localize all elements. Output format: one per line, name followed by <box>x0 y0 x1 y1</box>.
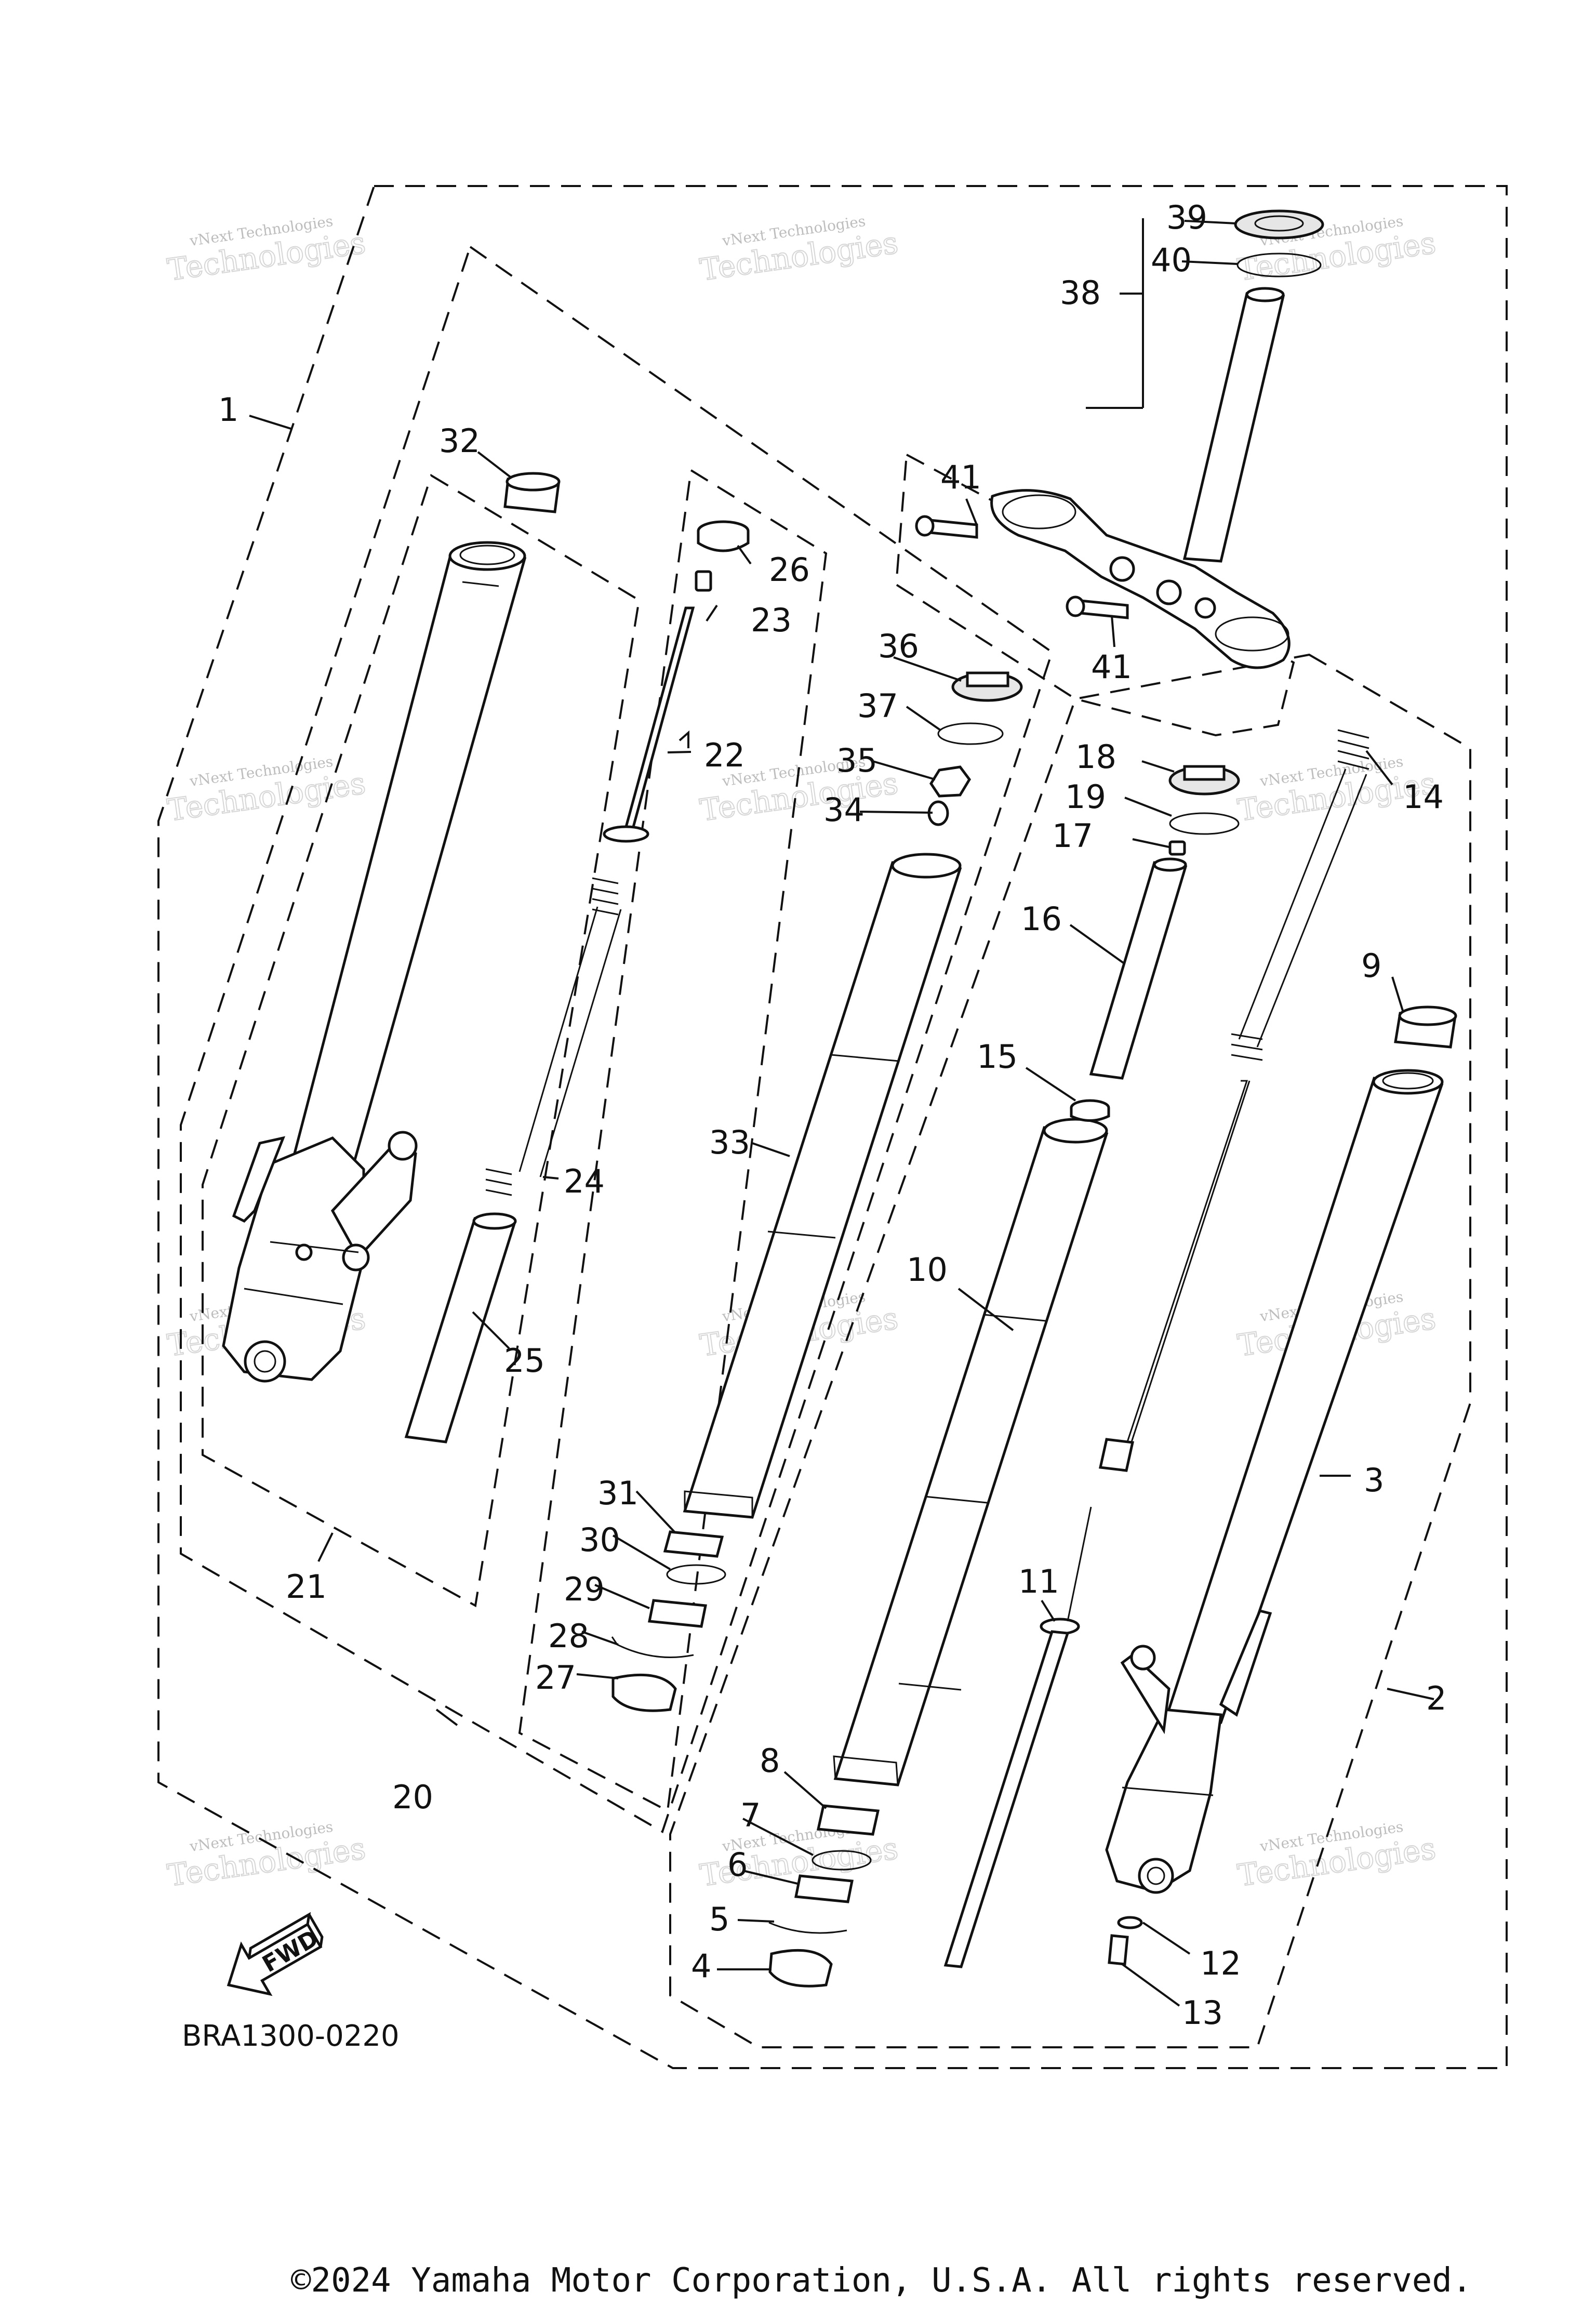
callout-9: 9 <box>1361 947 1381 985</box>
callout-12: 12 <box>1200 1944 1241 1982</box>
part-31-27-seals <box>611 1530 726 1712</box>
boundary-assembly-20 <box>180 245 1054 1833</box>
callout-31: 31 <box>597 1474 639 1512</box>
leader-lines <box>249 218 1434 2007</box>
part-26-cap <box>697 520 750 552</box>
part-37-oring <box>937 722 1004 745</box>
callout-37: 37 <box>857 687 898 725</box>
part-23-nut <box>695 570 712 592</box>
part-10-outer-tube <box>833 1118 1109 1786</box>
callout-29: 29 <box>564 1570 605 1608</box>
callout-41-lower: 41 <box>1091 648 1132 686</box>
callout-13: 13 <box>1182 1994 1223 2032</box>
boundary-inner-21 <box>202 473 641 1608</box>
callout-3: 3 <box>1364 1461 1384 1499</box>
parts <box>222 209 1457 1988</box>
left-axle-bracket <box>222 1131 418 1383</box>
part-8-4-seals <box>768 1804 880 1988</box>
callout-labels: 1 2 3 4 5 6 7 8 9 10 11 12 13 14 15 16 1… <box>218 198 1446 2032</box>
boundary-stem <box>895 453 1295 737</box>
callout-28: 28 <box>548 1617 589 1655</box>
part-32-bushing <box>503 472 561 513</box>
callout-24: 24 <box>564 1162 605 1200</box>
part-9-bushing <box>1394 1005 1457 1049</box>
callout-20: 20 <box>392 1778 433 1816</box>
part-38-steering-stem <box>990 287 1291 669</box>
callout-30: 30 <box>579 1521 620 1559</box>
part-41-bolt-lower <box>1066 595 1129 619</box>
assembly-boundaries <box>157 185 1508 2069</box>
callout-33: 33 <box>709 1123 750 1161</box>
callout-8: 8 <box>760 1742 780 1780</box>
callout-11: 11 <box>1018 1563 1059 1600</box>
callout-32: 32 <box>439 422 480 460</box>
callout-35: 35 <box>836 741 877 779</box>
callout-19: 19 <box>1065 778 1106 816</box>
part-12-washer <box>1117 1916 1143 1929</box>
callout-21: 21 <box>286 1568 327 1606</box>
part-22-rod <box>603 606 695 843</box>
part-35-nut <box>929 765 972 798</box>
callout-36: 36 <box>878 627 919 665</box>
part-25-pipe <box>404 1212 517 1444</box>
part-19-oring <box>1169 812 1240 835</box>
callout-27: 27 <box>535 1659 576 1697</box>
callout-17: 17 <box>1052 817 1093 855</box>
part-15-washer <box>1070 1099 1110 1122</box>
part-11-damper-rod <box>943 1080 1251 1968</box>
callout-4: 4 <box>691 1947 711 1985</box>
callout-15: 15 <box>977 1038 1018 1076</box>
callout-14: 14 <box>1403 778 1444 816</box>
part-3-outer-tube <box>1164 1069 1444 1724</box>
part-13-bolt <box>1108 1934 1129 1966</box>
callout-22: 22 <box>704 736 745 774</box>
callout-39: 39 <box>1166 198 1207 236</box>
callout-7: 7 <box>740 1796 761 1834</box>
callout-2: 2 <box>1426 1679 1446 1717</box>
callout-25: 25 <box>504 1342 545 1380</box>
fwd-arrow-icon: FWD <box>227 1912 324 1996</box>
copyright-notice: ©2024 Yamaha Motor Corporation, U.S.A. A… <box>291 2261 1472 2300</box>
part-17-nut <box>1168 840 1186 856</box>
part-39-bearing <box>1234 209 1324 240</box>
callout-18: 18 <box>1075 738 1116 776</box>
callout-1: 1 <box>218 391 238 429</box>
part-14-spring <box>1231 729 1369 1061</box>
right-axle-bracket <box>1105 1609 1272 1894</box>
part-18-cap-bolt <box>1168 765 1240 796</box>
callout-23: 23 <box>751 601 792 639</box>
callout-40: 40 <box>1151 241 1192 279</box>
callout-38: 38 <box>1060 274 1101 312</box>
part-40-race <box>1236 253 1322 277</box>
callout-34: 34 <box>823 791 864 829</box>
callout-6: 6 <box>727 1846 748 1884</box>
diagram-code: BRA1300-0220 <box>182 2019 400 2053</box>
callout-16: 16 <box>1021 900 1062 938</box>
part-41-bolt-upper <box>915 515 978 539</box>
callout-41-upper: 41 <box>940 458 981 496</box>
part-33-inner-tube <box>683 853 962 1519</box>
part-24-spring <box>485 877 622 1196</box>
boundary-cartridge <box>518 468 828 1813</box>
part-36-cap-bolt <box>951 671 1023 702</box>
part-16-pipe <box>1089 857 1188 1080</box>
boundary-assembly-1 <box>157 185 1508 2069</box>
callout-10: 10 <box>907 1251 948 1289</box>
callout-26: 26 <box>769 551 810 589</box>
callout-5: 5 <box>709 1900 729 1938</box>
